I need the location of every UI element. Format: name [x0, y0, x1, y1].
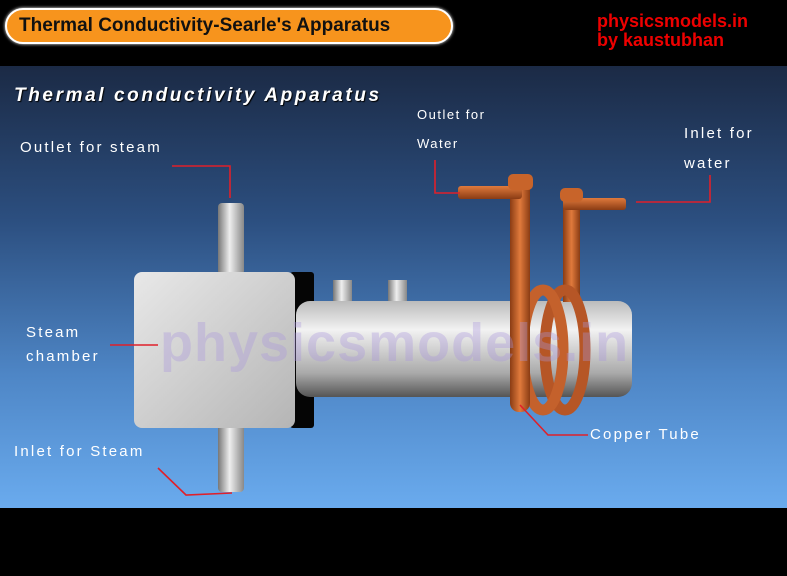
brand-line-1: physicsmodels.in: [597, 11, 749, 31]
label-outlet-steam: Outlet for steam: [20, 139, 162, 156]
leader-lines: [110, 160, 711, 496]
label-inlet-water-2: water: [684, 155, 732, 172]
watermark: physicsmodels.in: [160, 313, 630, 373]
steam-outlet-pipe: [218, 203, 244, 275]
title-text: Thermal Conductivity-Searle's Apparatus: [19, 15, 391, 36]
bottom-bar: [0, 508, 787, 576]
brand-line-2: by kaustubhan: [597, 30, 725, 50]
thermometer-nozzle-2: [388, 280, 407, 304]
label-outlet-water-2: Water: [417, 136, 459, 151]
brand: physicsmodels.in by kaustubhan: [597, 12, 748, 50]
label-outlet-water-1: Outlet for: [417, 107, 486, 122]
thermometer-nozzle-1: [333, 280, 352, 304]
label-steam-chamber-1: Steam: [26, 324, 81, 341]
label-steam-chamber-2: chamber: [26, 348, 100, 365]
copper-tube: [458, 174, 626, 416]
top-bar: Thermal Conductivity-Searle's Apparatus …: [0, 0, 787, 66]
title-banner: Thermal Conductivity-Searle's Apparatus: [5, 8, 453, 44]
label-copper-tube: Copper Tube: [590, 426, 701, 443]
label-inlet-steam: Inlet for Steam: [14, 443, 145, 460]
label-inlet-water-1: Inlet for: [684, 125, 754, 142]
steam-inlet-pipe: [218, 424, 244, 492]
steam-chamber: [134, 272, 295, 428]
diagram-heading: Thermal conductivity Apparatus: [14, 85, 382, 106]
